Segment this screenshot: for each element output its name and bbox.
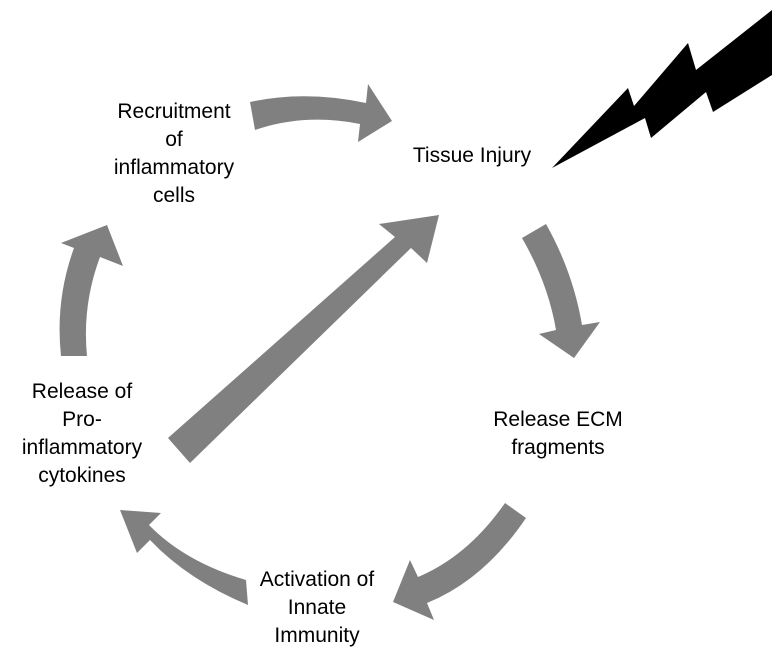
node-recruitment-line: inflammatory [113, 156, 235, 179]
node-release-ecm-line: fragments [511, 436, 605, 459]
arrow-innate-to-cytokines [120, 510, 248, 605]
arrow-ecm-to-innate [393, 503, 526, 620]
arrow-cytokines-to-recruitment [59, 225, 123, 356]
node-tissue-injury: Tissue Injury [402, 142, 542, 170]
node-recruitment: Recruitment of inflammatory cells [104, 98, 244, 210]
node-activation-innate-line: Innate [287, 596, 347, 619]
node-release-ecm-line: Release ECM [493, 408, 623, 431]
arrow-injury-to-ecm [522, 224, 600, 358]
node-recruitment-line: Recruitment [117, 100, 231, 123]
node-activation-innate-line: Activation of [259, 568, 375, 591]
arrow-cytokines-to-injury [168, 215, 439, 463]
node-activation-innate-line: Immunity [274, 624, 360, 647]
arrow-recruitment-to-injury [250, 84, 392, 142]
node-release-cytokines-line: cytokines [38, 464, 126, 487]
node-activation-innate-immunity: Activation of Innate Immunity [249, 566, 385, 650]
node-recruitment-line: cells [152, 184, 195, 207]
node-release-cytokines-line: Release of [31, 380, 133, 403]
node-recruitment-line: of [165, 128, 183, 151]
node-release-cytokines: Release of Pro- inflammatory cytokines [12, 378, 152, 490]
lightning-bolt-icon [552, 10, 772, 168]
node-release-cytokines-line: Pro- [62, 408, 102, 431]
node-tissue-injury-line: Tissue Injury [412, 144, 532, 167]
node-release-ecm: Release ECM fragments [490, 406, 626, 462]
node-release-cytokines-line: inflammatory [21, 436, 143, 459]
